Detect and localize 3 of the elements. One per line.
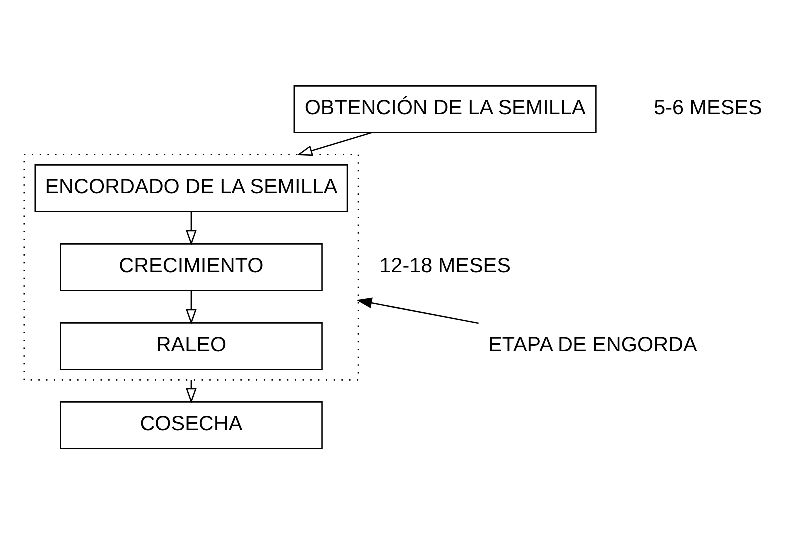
label: 12-18 MESES (380, 254, 511, 278)
node-text: ETAPA DE ENGORDA (488, 333, 698, 356)
node-label: 5-6 MESES (654, 96, 762, 120)
